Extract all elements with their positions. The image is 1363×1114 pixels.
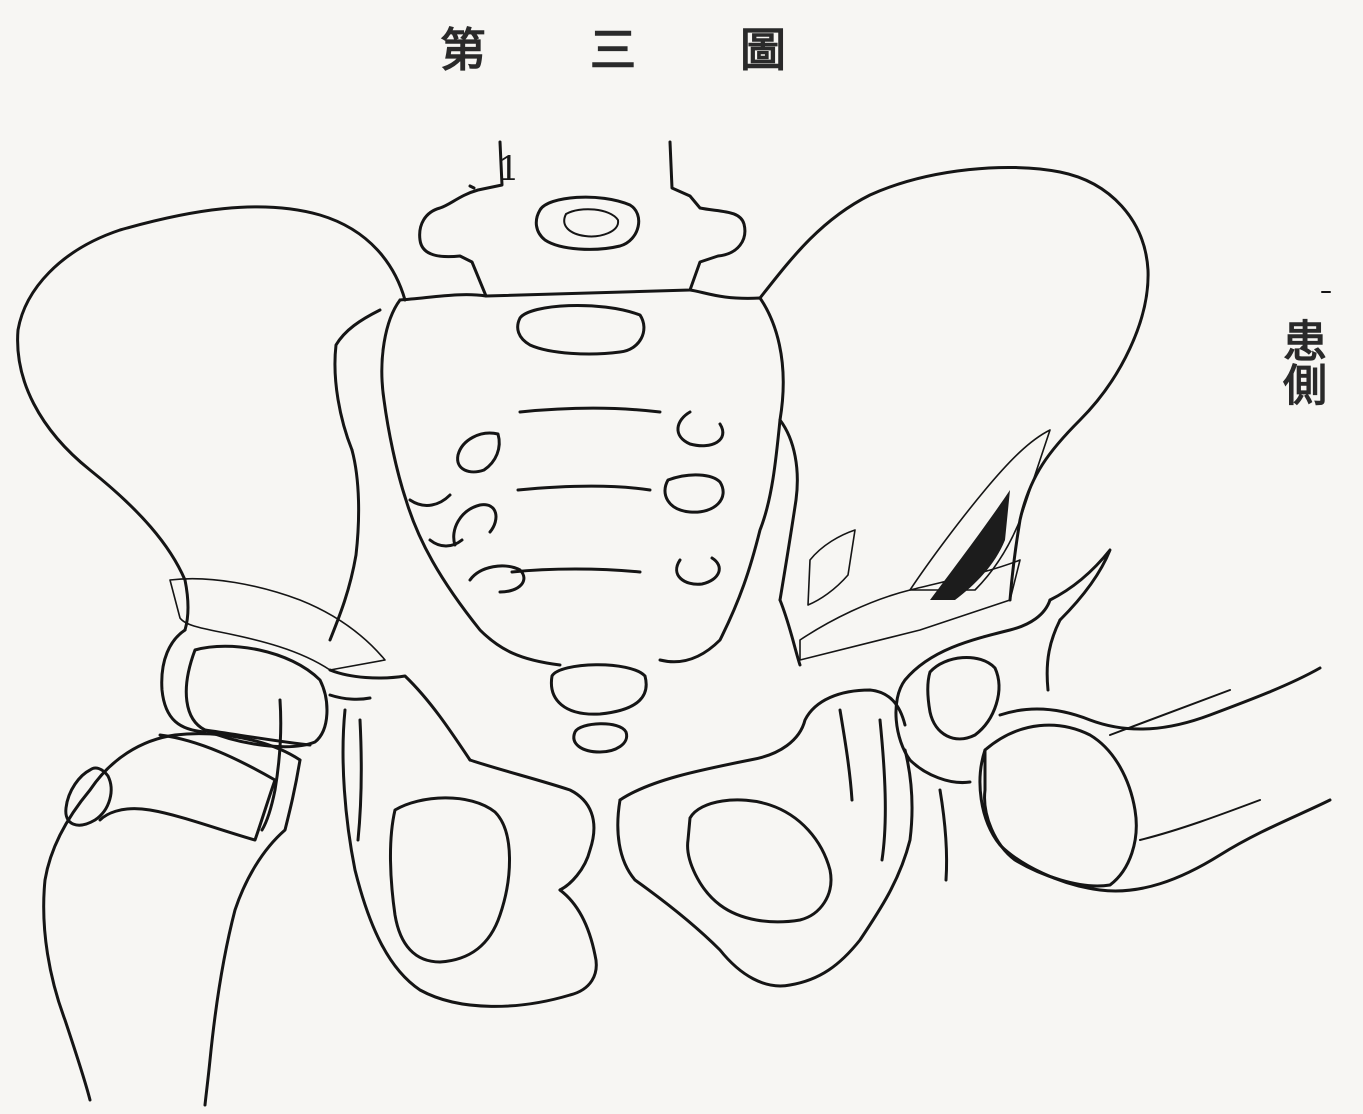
left-pubis [343,710,596,1006]
coccyx [551,665,646,752]
left-ilium [18,207,405,732]
left-acetabulum [186,646,470,760]
lumbar-vertebra [420,142,745,296]
sacrum [382,290,783,665]
left-femur [44,700,300,1105]
sacral-ticks [470,186,1330,292]
iliac-shading [170,430,1050,670]
right-femur [980,668,1330,891]
